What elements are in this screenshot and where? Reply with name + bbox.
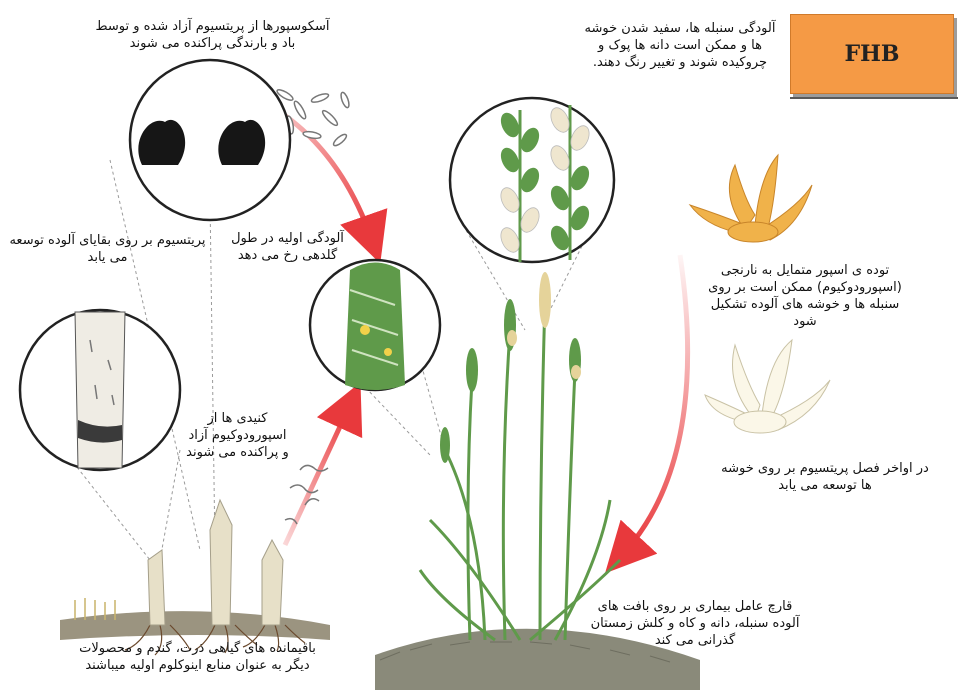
- perithecia-circle: [130, 60, 290, 220]
- label-ascospores: آسکوسپورها از پریتسیوم آزاد شده و توسط ب…: [95, 18, 330, 52]
- label-initial-infection: آلودگی اولیه در طول گلدهی رخ می دهد: [215, 230, 360, 264]
- label-conidia: کنیدی ها از اسپورودوکیوم آزاد و پراکنده …: [185, 410, 290, 461]
- arrow-conidia: [285, 405, 350, 545]
- sporodochium-floret: [690, 155, 812, 242]
- label-crop-residue: باقیمانده های گیاهی ذرت، گندم و محصولات …: [75, 640, 320, 674]
- fhb-badge: FHB: [790, 14, 954, 94]
- label-late-season: در اواخر فصل پریتسیوم بر روی خوشه ها توس…: [720, 460, 930, 494]
- badge-underline: [790, 97, 958, 99]
- label-spike-infection: آلودگی سنبله ها، سفید شدن خوشه ها و ممکن…: [580, 20, 780, 71]
- crop-residue: [60, 500, 330, 655]
- fhb-badge-text: FHB: [845, 41, 900, 67]
- spike-circle: [450, 98, 614, 262]
- stalk-circle: [20, 310, 180, 470]
- label-perithecium-residue: پریتسیوم بر روی بقایای آلوده توسعه می یا…: [5, 232, 210, 266]
- floret-circle: [310, 260, 440, 390]
- late-season-floret: [705, 340, 830, 433]
- arrow-late-season: [622, 255, 688, 555]
- label-sporodochia: توده ی اسپور متمایل به نارنجی (اسپورودوک…: [700, 262, 910, 330]
- label-overwinter: قارچ عامل بیماری بر روی بافت های آلوده س…: [585, 598, 805, 649]
